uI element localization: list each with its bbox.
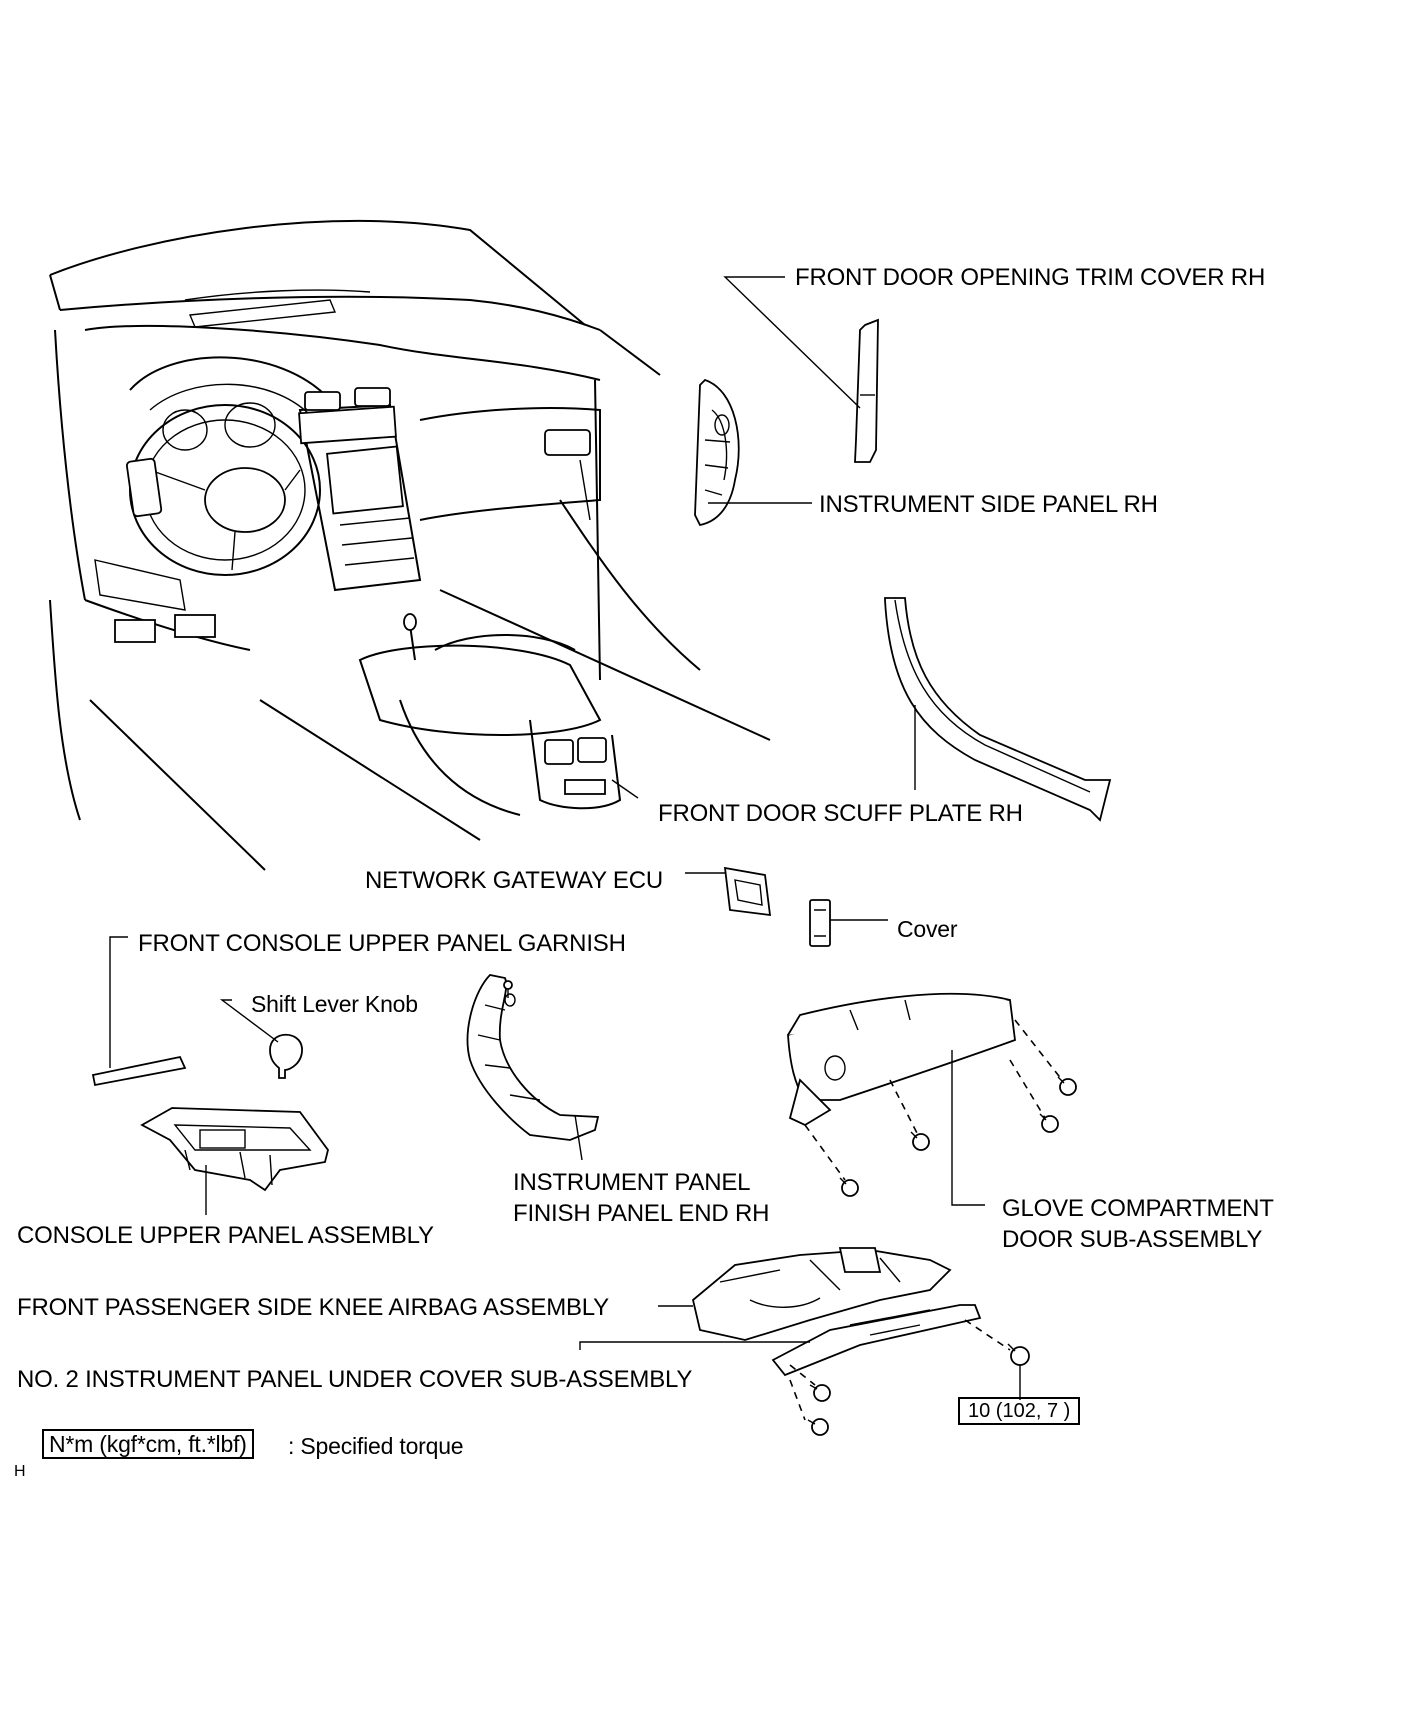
under-cover-leader [579, 1341, 810, 1350]
label-under-cover: NO. 2 INSTRUMENT PANEL UNDER COVER SUB-A… [17, 1366, 693, 1393]
garnish-part [91, 1055, 187, 1087]
knee-airbag-part [691, 1247, 952, 1341]
label-cover: Cover [897, 916, 958, 942]
legend-description: : Specified torque [288, 1433, 464, 1459]
screw-5 [1007, 1343, 1030, 1366]
dashboard-illustration [49, 219, 771, 871]
finish-panel-leader [574, 1114, 583, 1161]
label-scuff-plate: FRONT DOOR SCUFF PLATE RH [658, 800, 1023, 827]
screw-1 [1057, 1076, 1077, 1096]
legend-unit-box: N*m (kgf*cm, ft.*lbf) [42, 1429, 254, 1459]
side-panel-part [694, 378, 740, 527]
screw-6 [809, 1384, 831, 1402]
label-garnish: FRONT CONSOLE UPPER PANEL GARNISH [138, 930, 626, 957]
screw-3 [910, 1131, 930, 1151]
label-side-panel: INSTRUMENT SIDE PANEL RH [819, 491, 1158, 518]
shift-knob-leader [219, 999, 279, 1043]
label-knee-airbag: FRONT PASSENGER SIDE KNEE AIRBAG ASSEMBL… [17, 1294, 609, 1321]
label-glove-1: GLOVE COMPARTMENT [1002, 1195, 1274, 1222]
screw-7 [807, 1418, 829, 1436]
legend-unit-text: N*m (kgf*cm, ft.*lbf) [42, 1429, 254, 1459]
glove-door-leader [951, 1050, 985, 1206]
console-upper-part [140, 1107, 329, 1192]
finish-panel-part [466, 974, 600, 1141]
shift-knob-part [269, 1033, 303, 1079]
screw-2 [1039, 1113, 1059, 1133]
torque-value-box: 10 (102, 7 ) [958, 1397, 1081, 1425]
label-finish-panel-1: INSTRUMENT PANEL [513, 1169, 751, 1196]
glove-door-part [787, 992, 1016, 1127]
label-shift-knob: Shift Lever Knob [251, 991, 418, 1017]
scuff-plate-leader [611, 705, 916, 799]
label-console-upper: CONSOLE UPPER PANEL ASSEMBLY [17, 1222, 434, 1249]
label-glove-2: DOOR SUB-ASSEMBLY [1002, 1226, 1263, 1253]
trim-cover-part [854, 318, 879, 463]
scuff-plate-part [884, 597, 1112, 822]
corner-mark: H [14, 1463, 26, 1480]
screw-4 [839, 1177, 859, 1197]
under-cover-screws [789, 1319, 1030, 1436]
gateway-ecu-part [723, 866, 772, 917]
cover-part [809, 899, 831, 947]
garnish-leader [109, 936, 128, 1068]
under-cover-part [771, 1304, 982, 1377]
label-finish-panel-2: FINISH PANEL END RH [513, 1200, 770, 1227]
label-gateway-ecu: NETWORK GATEWAY ECU [365, 867, 663, 894]
glove-screws [804, 1019, 1077, 1197]
label-trim-cover: FRONT DOOR OPENING TRIM COVER RH [795, 264, 1266, 291]
trim-cover-leader [723, 276, 861, 409]
